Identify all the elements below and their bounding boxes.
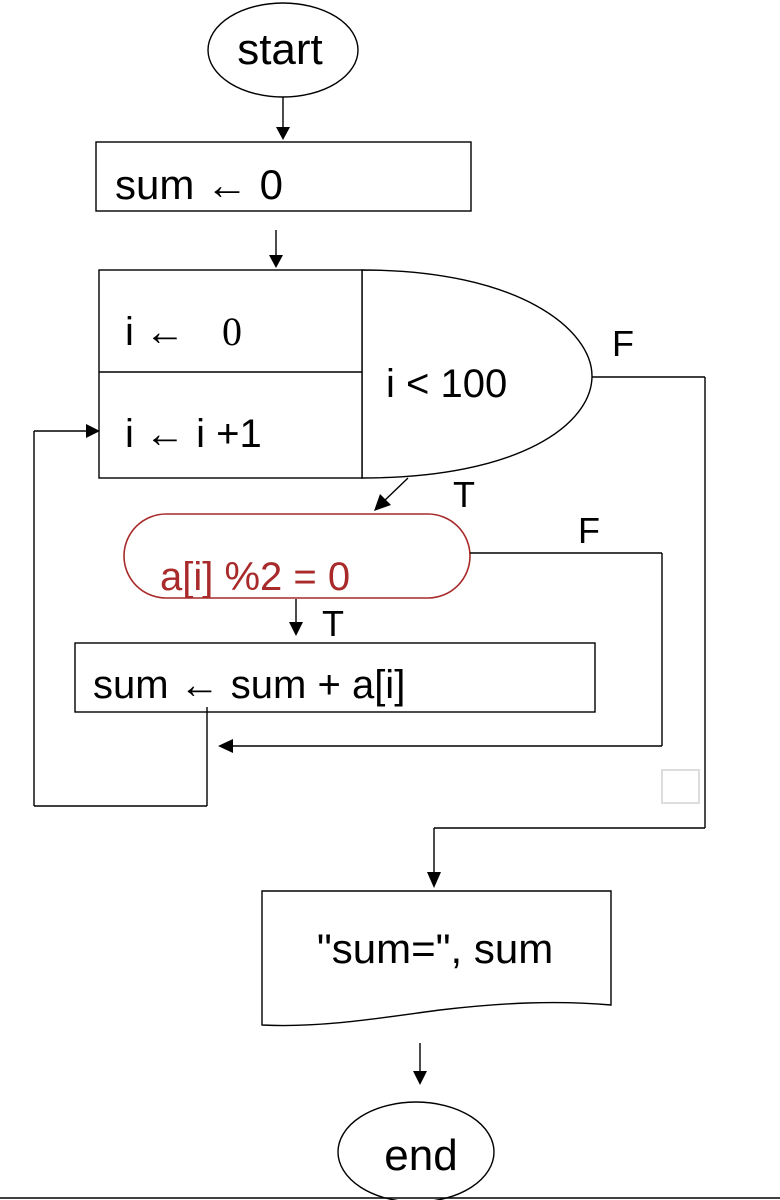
arrowhead-output-to-end	[413, 1071, 427, 1085]
loop-false-label: F	[612, 323, 634, 364]
arrowhead-decision-to-accumulate	[289, 622, 303, 636]
end-terminator	[337, 1101, 495, 1200]
accumulate-label: sum ← sum + a[i]	[93, 663, 405, 707]
output-document	[261, 890, 612, 1027]
init-sum-process	[95, 141, 472, 212]
init-sum-label: sum ← 0	[115, 161, 283, 208]
arrowhead-loop-to-output	[427, 872, 441, 888]
arrowhead-back-loop	[86, 424, 100, 438]
start-label: start	[237, 25, 323, 74]
accumulate-process	[74, 642, 596, 713]
loop-init-value: 0	[222, 309, 242, 354]
decision-label: a[i] %2 = 0	[160, 555, 350, 599]
arrowhead-start-to-init	[276, 127, 290, 140]
loop-condition-capsule	[361, 269, 593, 479]
loop-update-label: i ← i +1	[125, 412, 262, 456]
end-label: end	[384, 1131, 457, 1180]
arrowhead-loop-to-decision	[374, 494, 391, 511]
loop-init-label: i ←	[125, 310, 185, 354]
loop-block	[98, 269, 363, 479]
loop-true-label: T	[453, 474, 475, 515]
arrowhead-decision-false-merge	[218, 739, 233, 753]
output-label: "sum=", sum	[317, 925, 553, 972]
arrowhead-init-to-loop	[269, 255, 283, 268]
faint-square-marker	[661, 769, 700, 804]
decision-false-label: F	[578, 510, 600, 551]
loop-condition-label: i < 100	[386, 362, 507, 406]
arrow-loop-to-decision	[381, 477, 409, 504]
decision-shape	[123, 513, 471, 599]
decision-true-label: T	[322, 603, 344, 644]
